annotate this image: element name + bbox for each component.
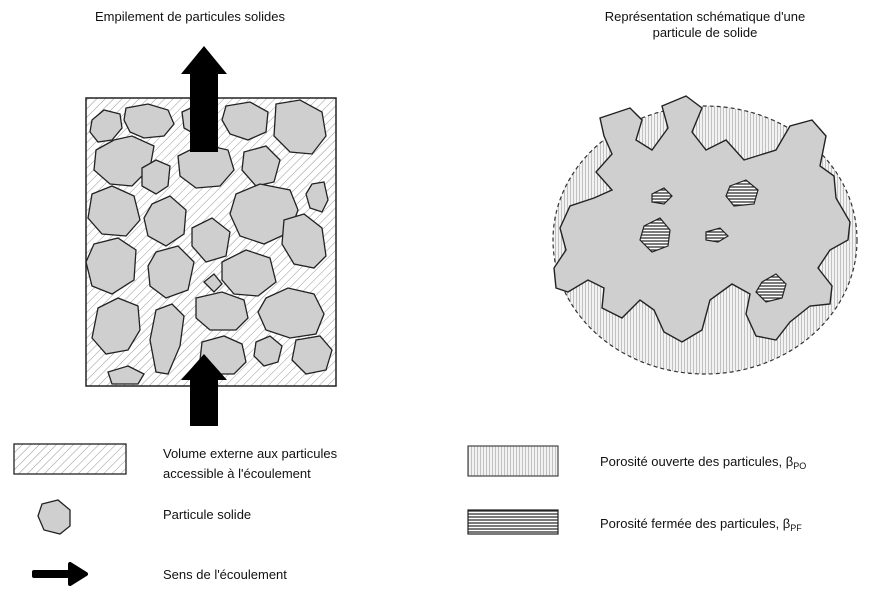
bed-particle: [281, 213, 327, 269]
bed-particle: [221, 249, 277, 297]
bed-particle: [89, 109, 123, 143]
bed-particle: [91, 297, 141, 355]
bed-particle: [257, 287, 325, 339]
bed-particle: [273, 99, 327, 155]
legend-external-volume-line2: accessible à l'écoulement: [163, 466, 311, 481]
legend-closed-porosity: Porosité fermée des particules, βPF: [600, 514, 802, 538]
bed-particle: [221, 101, 269, 141]
legend-closed-porosity-subscript: PF: [790, 523, 802, 533]
schematic-particle: [552, 95, 858, 375]
packed-bed: [85, 46, 337, 426]
bed-particle: [107, 365, 145, 385]
bed-particle: [291, 335, 333, 375]
closed-pore: [651, 187, 673, 205]
bed-particle: [147, 245, 195, 299]
bed-particle: [143, 195, 187, 247]
right-title: Représentation schématique d'une particu…: [560, 9, 850, 41]
bed-particle: [195, 291, 249, 331]
closed-pore: [755, 273, 787, 303]
bed-particles: [85, 99, 333, 385]
legend-closed-porosity-text: Porosité fermée des particules, β: [600, 516, 791, 531]
right-title-line1: Représentation schématique d'une: [604, 9, 806, 24]
bed-particle: [253, 335, 283, 367]
legend-external-volume-line1: Volume externe aux particules: [163, 446, 338, 461]
flow-arrow-top-icon: [181, 46, 227, 152]
closed-porosity-swatch: [467, 509, 559, 535]
bed-particle: [241, 145, 281, 187]
closed-pores: [639, 179, 787, 303]
left-title: Empilement de particules solides: [94, 9, 286, 24]
flow-direction-arrow-icon: [32, 562, 88, 586]
closed-pore: [639, 217, 671, 253]
legend-flow-direction: Sens de l'écoulement: [163, 567, 287, 582]
bed-particle: [123, 103, 175, 139]
bed-particle: [87, 185, 141, 237]
closed-pore: [705, 227, 729, 243]
legend-open-porosity-text: Porosité ouverte des particules, β: [600, 454, 794, 469]
open-porosity-swatch: [467, 445, 559, 477]
flow-arrow-bottom-icon: [181, 354, 227, 426]
bed-particle: [85, 237, 137, 295]
solid-particle-swatch-icon: [37, 499, 71, 535]
legend-open-porosity: Porosité ouverte des particules, βPO: [600, 452, 806, 476]
legend-open-porosity-subscript: PO: [793, 461, 807, 471]
bed-particle: [203, 273, 223, 293]
bed-particle: [141, 159, 171, 195]
legend-external-volume: Volume externe aux particules accessible…: [163, 444, 337, 484]
right-title-line2: particule de solide: [652, 25, 758, 40]
bed-particle: [305, 181, 329, 213]
bed-particle: [191, 217, 231, 263]
bed-particle: [149, 303, 185, 375]
legend-solid-particle: Particule solide: [163, 507, 252, 522]
closed-pore: [725, 179, 759, 207]
external-volume-swatch: [13, 443, 127, 475]
